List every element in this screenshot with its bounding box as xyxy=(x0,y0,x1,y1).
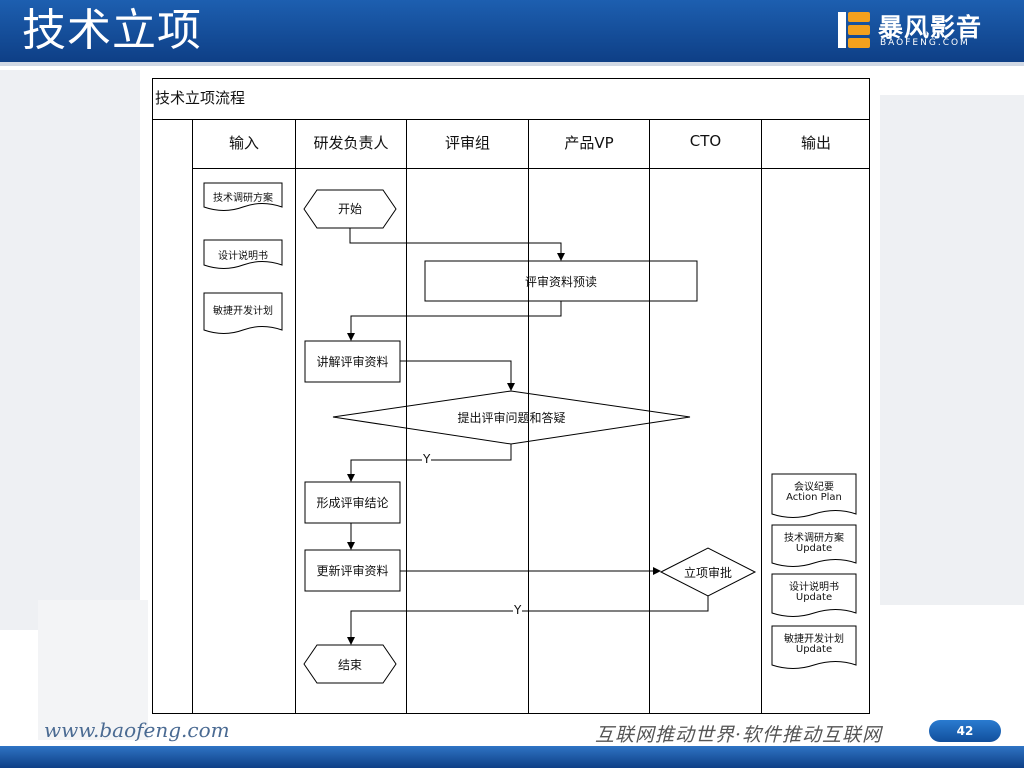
slide-title: 技术立项 xyxy=(22,5,202,56)
output-doc-label: Update xyxy=(795,644,833,655)
start-node-shape xyxy=(303,189,397,229)
output-doc-label: 会议纪要 xyxy=(794,482,834,493)
lane-header-output: 输出 xyxy=(800,134,831,152)
end-node: 结束 xyxy=(337,658,362,672)
output-document-shape xyxy=(771,625,857,669)
conclude-node: 形成评审结论 xyxy=(316,496,389,510)
lane-header-input: 输入 xyxy=(228,134,259,152)
output-doc-label: Action Plan xyxy=(786,492,842,503)
start-node: 开始 xyxy=(337,202,362,216)
header-divider xyxy=(0,62,1024,66)
input-document-shape xyxy=(203,239,283,269)
conclude-box xyxy=(304,481,401,524)
footer-slogan: 互联网推动世界·软件推动互联网 xyxy=(595,724,883,746)
input-doc-label: 技术调研方案 xyxy=(213,193,273,204)
input-doc-label: 敏捷开发计划 xyxy=(213,306,273,317)
output-doc-label: 设计说明书 xyxy=(789,582,839,593)
output-document-shape xyxy=(771,524,857,567)
input-document-shape xyxy=(203,182,283,211)
explain-node: 讲解评审资料 xyxy=(316,355,389,369)
logo-text-en: BAOFENG.COM xyxy=(880,38,970,48)
qa-decision-node: 提出评审问题和答疑 xyxy=(457,411,566,425)
edge-label-yes: Y xyxy=(513,603,523,617)
background-block xyxy=(38,600,148,740)
output-doc-label: Update xyxy=(795,543,833,554)
input-doc-label: 设计说明书 xyxy=(218,251,268,262)
lane-header-cto: CTO xyxy=(689,132,722,150)
input-document-shape xyxy=(203,292,283,334)
brand-logo: 暴风影音 BAOFENG.COM xyxy=(836,8,996,54)
flowchart-frame xyxy=(152,78,870,714)
flowchart: 技术立项流程 输入 研发负责人 评审组 产品VP CTO 输出 技术调研方案 设… xyxy=(152,78,870,714)
output-doc-label: 技术调研方案 xyxy=(784,533,844,544)
lane-header-product-vp: 产品VP xyxy=(564,134,614,152)
approve-decision-shape xyxy=(659,547,757,597)
footer-url[interactable]: www.baofeng.com xyxy=(44,718,230,742)
background-block xyxy=(880,95,1024,605)
connector-preread-to-explain xyxy=(347,301,562,341)
output-document-shape xyxy=(771,473,857,518)
qa-decision-shape xyxy=(332,390,691,445)
approve-decision-node: 立项审批 xyxy=(683,566,732,580)
lane-header-rd-lead: 研发负责人 xyxy=(313,134,389,152)
connector-explain-to-qa xyxy=(400,360,515,391)
end-node-shape xyxy=(303,644,397,684)
diagram-title: 技术立项流程 xyxy=(155,89,246,107)
output-doc-label: 敏捷开发计划 xyxy=(784,634,844,645)
lane-header-review-group: 评审组 xyxy=(444,134,490,152)
connector-start-to-preread xyxy=(349,228,565,261)
flowchart-graphics xyxy=(152,78,870,714)
page-number: 42 xyxy=(929,720,1001,742)
logo-text-cn: 暴风影音 xyxy=(878,13,983,42)
background-block xyxy=(0,70,140,630)
edge-label-yes: Y xyxy=(422,452,432,466)
connector-approve-to-end xyxy=(347,596,709,645)
baofeng-logo-icon xyxy=(838,12,870,48)
output-document-shape xyxy=(771,573,857,617)
output-doc-label: Update xyxy=(795,592,833,603)
preread-node: 评审资料预读 xyxy=(524,275,597,289)
update-node: 更新评审资料 xyxy=(316,564,389,578)
footer-bar xyxy=(0,746,1024,768)
